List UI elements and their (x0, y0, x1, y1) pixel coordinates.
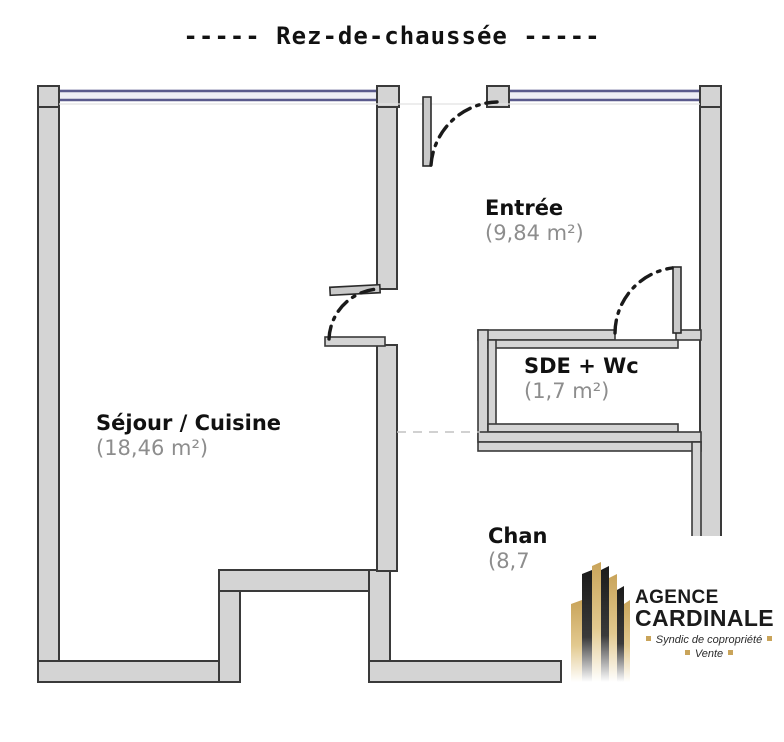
room-name-sde: SDE + Wc (524, 354, 639, 378)
wall-sde-top-right (675, 329, 702, 341)
agency-logo-text: AGENCE CARDINALE Syndic de copropriété V… (635, 588, 783, 660)
room-name-sejour: Séjour / Cuisine (96, 411, 282, 435)
room-name-chambre: Chan (488, 524, 548, 548)
agency-tagline-2: Vente (635, 648, 783, 660)
room-label-chambre: Chan (8,7 (488, 524, 548, 573)
wall-sde-inner-bottom (487, 423, 679, 433)
bullet-square-icon (767, 636, 773, 642)
bullet-square-icon (684, 650, 690, 656)
agency-tagline-1: Syndic de copropriété (635, 634, 783, 646)
wall-exterior-bottom-left (37, 660, 241, 683)
door-leaf-sde (672, 266, 682, 334)
wall-recess-top (218, 569, 391, 592)
bullet-square-icon (728, 650, 734, 656)
door-leaf-sejour (328, 283, 382, 297)
logo-bar-7 (624, 600, 630, 682)
room-area-sejour: (18,46 m²) (96, 435, 209, 460)
wall-sejour-door-jamb (324, 336, 386, 347)
logo-bar-3 (592, 562, 601, 682)
logo-bar-5 (609, 574, 617, 682)
room-label-sejour: Séjour / Cuisine (18,46 m²) (96, 411, 282, 460)
wall-sde-inner-top (487, 339, 679, 349)
room-area-entree: (9,84 m²) (485, 220, 584, 245)
door-swing-arc-sde (613, 266, 674, 335)
logo-bar-1 (571, 600, 582, 682)
bullet-square-icon (645, 636, 651, 642)
wall-corner-top-right (699, 85, 722, 108)
page-title: ----- Rez-de-chaussée ----- (183, 22, 601, 50)
door-swing-arc-sejour (327, 287, 380, 341)
logo-bar-4 (601, 566, 609, 682)
room-label-entree: Entrée (9,84 m²) (485, 196, 584, 245)
door-leaf-entry (422, 96, 432, 167)
wall-chambre-top (477, 441, 702, 452)
room-label-sde: SDE + Wc (1,7 m²) (524, 354, 639, 403)
wall-partition-center-lower (376, 344, 398, 572)
room-area-chambre: (8,7 (488, 548, 530, 573)
wall-partition-center-upper (376, 106, 398, 290)
wall-exterior-left (37, 85, 60, 683)
agency-tagline-1-text: Syndic de copropriété (655, 633, 763, 646)
wall-exterior-bottom-right (368, 660, 562, 683)
wall-sde-bottom (477, 431, 702, 443)
agency-name-line2: CARDINALE (635, 605, 775, 632)
room-area-sde: (1,7 m²) (524, 378, 610, 403)
wall-exterior-right (699, 85, 722, 567)
wall-sde-inner-left (487, 339, 497, 433)
wall-sde-top (477, 329, 616, 341)
agency-logo: AGENCE CARDINALE Syndic de copropriété V… (563, 536, 784, 691)
logo-bar-6 (617, 586, 624, 682)
wall-corner-top-left (37, 85, 60, 108)
logo-bar-2 (582, 570, 592, 682)
door-swing-arc-entry (429, 100, 499, 167)
agency-logo-mark (571, 562, 630, 682)
room-name-entree: Entrée (485, 196, 564, 220)
wall-sde-left (477, 329, 489, 441)
agency-name-line1: AGENCE (635, 587, 719, 608)
agency-tagline-2-text: Vente (694, 647, 724, 660)
